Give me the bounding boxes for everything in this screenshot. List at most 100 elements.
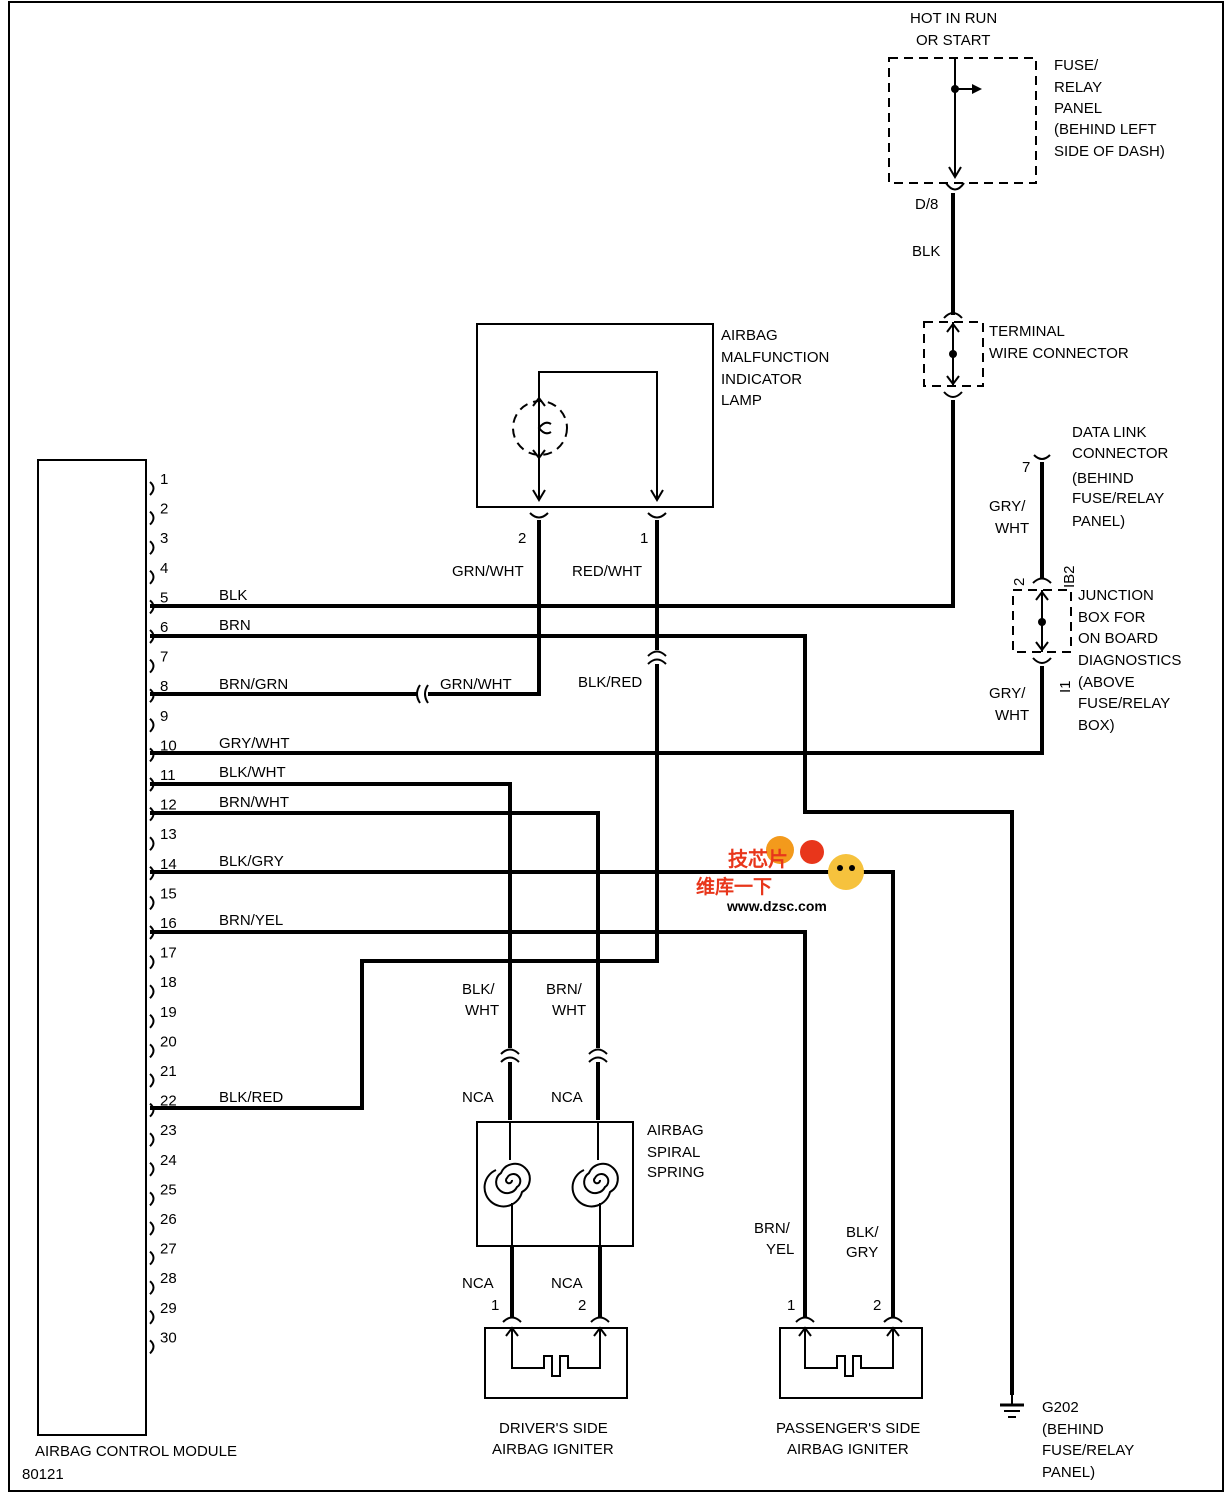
watermark-brand: 维库一下 xyxy=(696,875,772,898)
ground-line-3: FUSE/RELAY xyxy=(1042,1442,1134,1459)
module-pin-bracket xyxy=(149,895,155,911)
jb-line-1: JUNCTION xyxy=(1078,587,1154,604)
fuse-relay-panel-box xyxy=(888,57,1037,184)
nca-top-right: NCA xyxy=(551,1089,583,1106)
module-pin-number: 28 xyxy=(160,1270,177,1287)
wire-label-pin14: BRN/YEL xyxy=(219,912,283,929)
jb-upper-pin: 2 xyxy=(1011,578,1028,586)
spiral-wire-right-2: WHT xyxy=(552,1002,586,1019)
module-pin-bracket xyxy=(149,1102,155,1118)
jb-lower-conn: I1 xyxy=(1057,680,1074,693)
terminal-connector-line-2: WIRE CONNECTOR xyxy=(989,345,1129,362)
module-pin-bracket xyxy=(149,1162,155,1177)
jb-line-7: BOX) xyxy=(1078,717,1115,734)
pass-wire-right-2: GRY xyxy=(846,1244,878,1261)
module-pin-bracket xyxy=(149,1073,155,1088)
hot-in-run-label: HOT IN RUN xyxy=(910,10,997,27)
watermark-logo-text: 技芯片 xyxy=(728,847,788,871)
module-pin-number: 25 xyxy=(160,1181,177,1198)
lamp-pin-2: 2 xyxy=(518,530,526,547)
module-pin-bracket xyxy=(149,1310,155,1325)
spiral-line-2: SPIRAL xyxy=(647,1144,700,1161)
lamp-pin-1: 1 xyxy=(640,530,648,547)
spiral-wire-left-1: BLK/ xyxy=(462,981,495,998)
spiral-spring-box xyxy=(476,1121,634,1247)
jb-line-2: BOX FOR xyxy=(1078,609,1146,626)
dlc-wire-top-2: WHT xyxy=(995,520,1029,537)
ground-icon xyxy=(1000,1395,1024,1418)
malfunction-lamp-box xyxy=(476,323,714,508)
module-pin-number: 24 xyxy=(160,1152,177,1169)
module-pin-bracket xyxy=(149,1250,155,1266)
module-pin-number: 21 xyxy=(160,1063,177,1080)
module-pin-number: 7 xyxy=(160,649,168,666)
module-pin-number: 27 xyxy=(160,1241,177,1258)
fuse-pin-label: D/8 xyxy=(915,196,938,213)
module-pin-bracket xyxy=(149,658,155,674)
pass-wire-left-1: BRN/ xyxy=(754,1220,791,1237)
lamp-line-1: AIRBAG xyxy=(721,327,778,344)
dlc-line-2: CONNECTOR xyxy=(1072,445,1169,462)
module-pin-number: 4 xyxy=(160,560,168,577)
wire-label-pin13: BLK/GRY xyxy=(219,853,284,870)
module-name: AIRBAG CONTROL MODULE xyxy=(35,1443,237,1460)
lamp-line-2: MALFUNCTION xyxy=(721,349,829,366)
module-pin-number: 29 xyxy=(160,1300,177,1317)
terminal-connector-line-1: TERMINAL xyxy=(989,323,1065,340)
dlc-line-3: (BEHIND xyxy=(1072,470,1134,487)
module-pin-number: 26 xyxy=(160,1211,177,1228)
driver-pin-1: 1 xyxy=(491,1297,499,1314)
wire-label-pin6: BRN xyxy=(219,617,251,634)
dlc-wire-bottom-1: GRY/ xyxy=(989,685,1026,702)
module-pin-number: 30 xyxy=(160,1329,177,1346)
wire-blk-power: BLK xyxy=(912,243,940,260)
wire-label-pin9: GRY/WHT xyxy=(219,735,290,752)
dlc-wire-bottom-2: WHT xyxy=(995,707,1029,724)
module-pin-bracket xyxy=(149,510,155,526)
wire-label-pin11: BRN/WHT xyxy=(219,794,289,811)
or-start-label: OR START xyxy=(916,32,990,49)
lamp-line-4: LAMP xyxy=(721,392,762,409)
module-pin-number: 10 xyxy=(160,737,177,754)
module-pin-number: 18 xyxy=(160,974,177,991)
driver-igniter-box xyxy=(484,1327,628,1399)
module-pin-bracket xyxy=(149,1280,155,1295)
watermark-url: www.dzsc.com xyxy=(726,898,827,914)
page-frame xyxy=(8,1,1224,1492)
driver-igniter-line-2: AIRBAG IGNITER xyxy=(492,1441,614,1458)
driver-pin-2: 2 xyxy=(578,1297,586,1314)
lamp-line-3: INDICATOR xyxy=(721,371,802,388)
wire-label-pin7: BRN/GRN xyxy=(219,676,288,693)
jb-line-3: ON BOARD xyxy=(1078,630,1158,647)
driver-igniter-line-1: DRIVER'S SIDE xyxy=(499,1420,608,1437)
module-pin-number: 6 xyxy=(160,619,168,636)
module-pin-number: 1 xyxy=(160,471,168,488)
pass-wire-left-2: YEL xyxy=(766,1241,794,1258)
module-pin-bracket xyxy=(149,718,155,733)
module-pin-number: 12 xyxy=(160,797,177,814)
nca-bottom-left: NCA xyxy=(462,1275,494,1292)
module-pin-number: 20 xyxy=(160,1033,177,1050)
inline-grn-wht-label: GRN/WHT xyxy=(440,676,512,693)
fuse-panel-line-5: SIDE OF DASH) xyxy=(1054,143,1165,160)
dlc-pin-7: 7 xyxy=(1022,459,1030,476)
jb-upper-conn: IB2 xyxy=(1061,565,1078,588)
wire-label-pin20: BLK/RED xyxy=(219,1089,283,1106)
module-pin-number: 8 xyxy=(160,678,168,695)
ground-line-2: (BEHIND xyxy=(1042,1421,1104,1438)
nca-top-left: NCA xyxy=(462,1089,494,1106)
module-pin-number: 2 xyxy=(160,501,168,518)
figure-id: 80121 xyxy=(22,1466,64,1483)
pass-wire-right-1: BLK/ xyxy=(846,1224,879,1241)
module-pin-number: 17 xyxy=(160,945,177,962)
module-pin-list: 1234567891011121314151617181920212223242… xyxy=(149,471,177,1355)
module-pin-bracket xyxy=(149,1191,155,1207)
jb-line-5: (ABOVE xyxy=(1078,674,1135,691)
module-pin-number: 5 xyxy=(160,589,168,606)
passenger-igniter-line-2: AIRBAG IGNITER xyxy=(787,1441,909,1458)
module-pin-bracket xyxy=(149,1014,155,1029)
module-pin-number: 19 xyxy=(160,1004,177,1021)
dlc-line-4: FUSE/RELAY xyxy=(1072,490,1164,507)
pass-pin-1: 1 xyxy=(787,1297,795,1314)
module-pin-bracket xyxy=(149,984,155,999)
